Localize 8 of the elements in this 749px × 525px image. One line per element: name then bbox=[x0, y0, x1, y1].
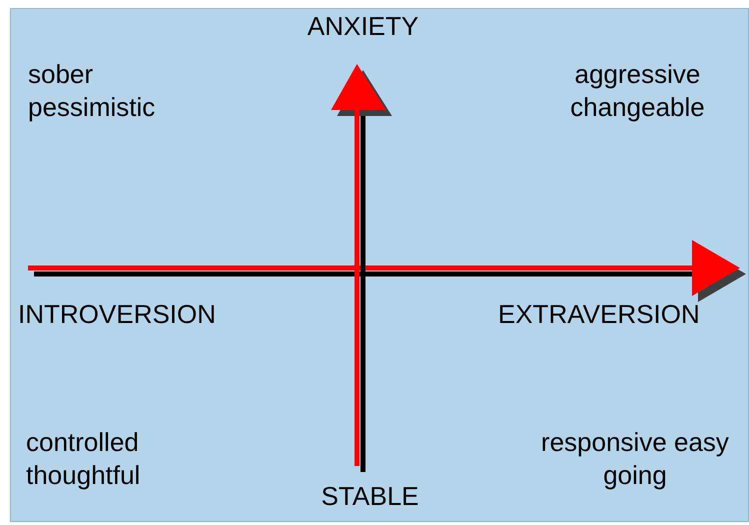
axis-label: EXTRAVERSION bbox=[498, 298, 701, 331]
axis-label: INTROVERSION bbox=[18, 298, 217, 331]
axis-label: ANXIETY bbox=[306, 10, 420, 43]
axis-label: sober pessimistic bbox=[28, 58, 156, 124]
axis-label: responsive easy going bbox=[540, 426, 730, 492]
axis-label: aggressive changeable bbox=[569, 58, 706, 124]
axis-label: controlled thoughtful bbox=[26, 426, 142, 492]
axis-label: STABLE bbox=[320, 480, 420, 513]
